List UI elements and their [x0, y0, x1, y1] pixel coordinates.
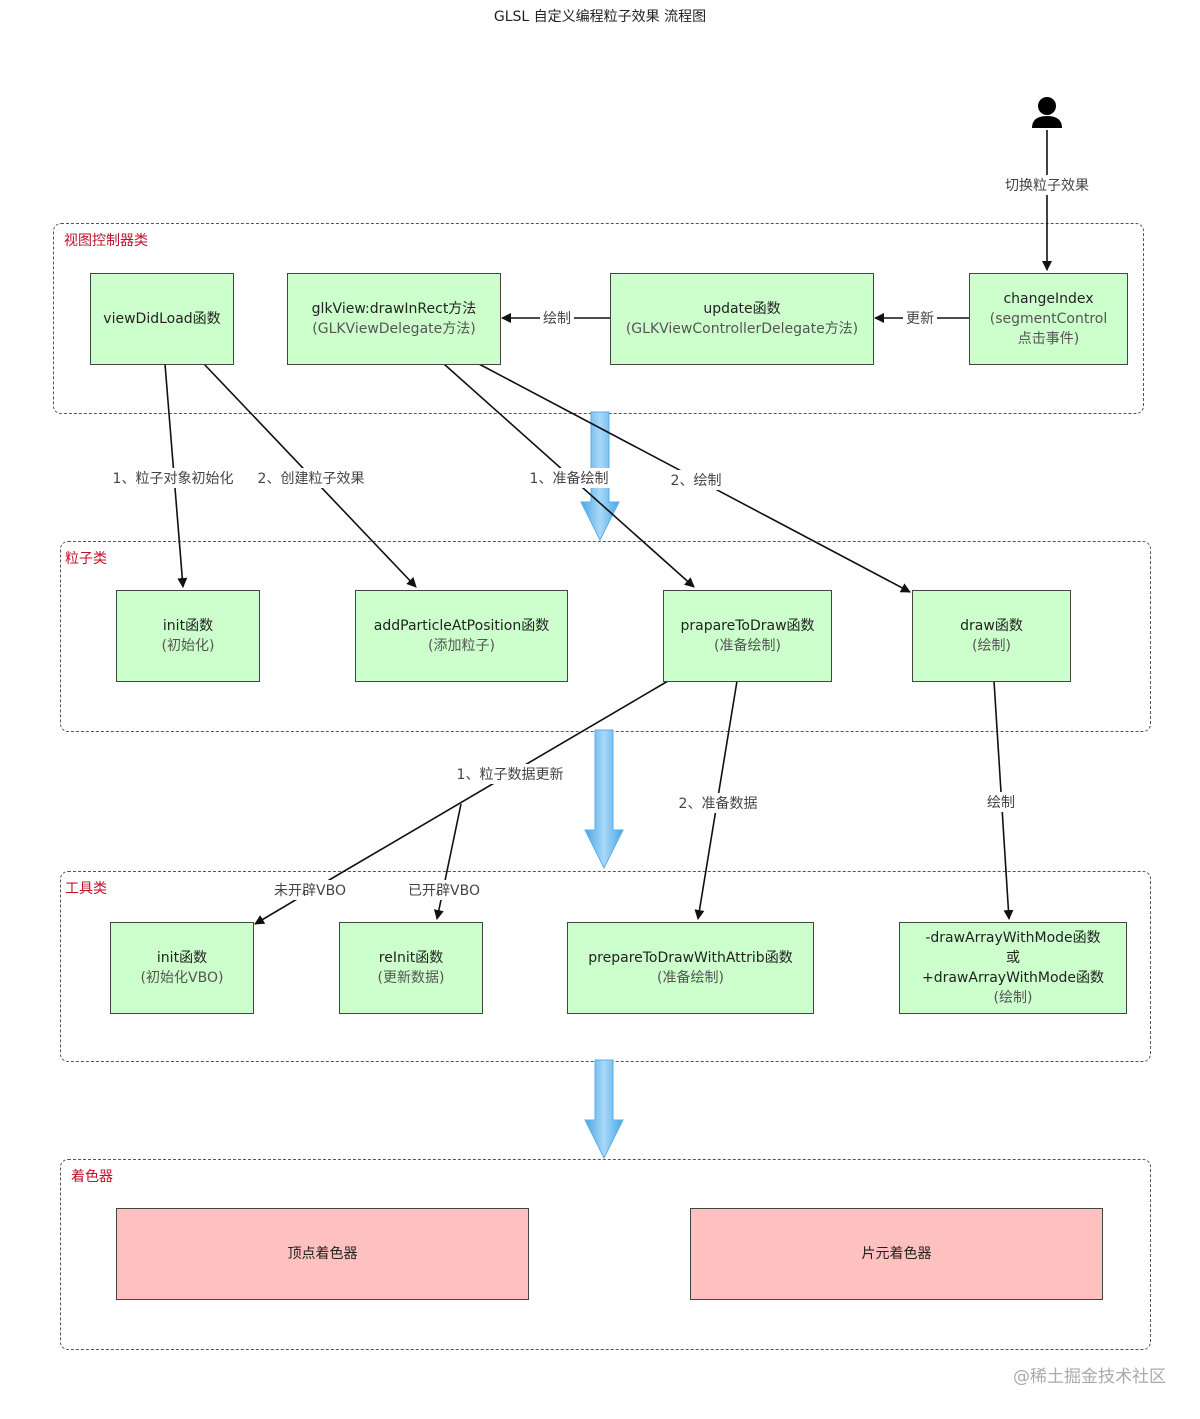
edge-label-vbo-off: 未开辟VBO	[271, 880, 349, 900]
node-changeindex-sub2: 点击事件)	[1017, 331, 1080, 347]
watermark: @稀土掘金技术社区	[1013, 1367, 1166, 1387]
node-init-vbo-sub: (初始化VBO)	[140, 970, 224, 986]
edge-label-init-particle: 1、粒子对象初始化	[109, 468, 237, 488]
node-draw-array-line3: +drawArrayWithMode函数	[921, 970, 1105, 986]
node-draw-array[interactable]: -drawArrayWithMode函数 或 +drawArrayWithMod…	[899, 922, 1127, 1014]
node-addparticle-sub: (添加粒子)	[428, 638, 495, 654]
node-viewdidload-title: viewDidLoad函数	[103, 311, 221, 327]
node-init[interactable]: init函数 (初始化)	[116, 590, 260, 682]
node-preparetodraw[interactable]: prapareToDraw函数 (准备绘制)	[663, 590, 832, 682]
node-reinit[interactable]: reInit函数 (更新数据)	[339, 922, 483, 1014]
node-draw-sub: (绘制)	[972, 638, 1011, 654]
node-init-title: init函数	[162, 618, 214, 634]
node-glkview[interactable]: glkView:drawInRect方法 (GLKViewDelegate方法)	[287, 273, 501, 365]
node-reinit-sub: (更新数据)	[377, 970, 445, 986]
flow-arrow-2	[584, 729, 624, 870]
edge-data-update	[254, 680, 669, 925]
node-update-sub: (GLKViewControllerDelegate方法)	[625, 321, 859, 337]
node-preparetodraw-sub: (准备绘制)	[714, 638, 781, 654]
node-draw-array-line1: -drawArrayWithMode函数	[925, 930, 1101, 946]
flow-arrow-3	[584, 1059, 624, 1160]
diagram-title: GLSL 自定义编程粒子效果 流程图	[493, 9, 707, 25]
node-glkview-title: glkView:drawInRect方法	[311, 301, 477, 317]
edge-label-vbo-on: 已开辟VBO	[405, 880, 483, 900]
node-vertex-shader-title: 顶点着色器	[287, 1246, 358, 1262]
node-prepare-attrib-title: prepareToDrawWithAttrib函数	[588, 950, 793, 966]
node-init-sub: (初始化)	[161, 638, 215, 654]
edge-label-prepare-draw: 1、准备绘制	[526, 468, 612, 488]
node-addparticle[interactable]: addParticleAtPosition函数 (添加粒子)	[355, 590, 568, 682]
node-prepare-attrib-sub: (准备绘制)	[657, 970, 724, 986]
edge-label-create-effect: 2、创建粒子效果	[254, 468, 368, 488]
group-label-shader: 着色器	[71, 1169, 113, 1185]
node-draw[interactable]: draw函数 (绘制)	[912, 590, 1071, 682]
edge-label-draw-2: 2、绘制	[667, 470, 725, 490]
node-update-title: update函数	[703, 301, 781, 317]
node-update[interactable]: update函数 (GLKViewControllerDelegate方法)	[610, 273, 874, 365]
edge-label-prepare-data: 2、准备数据	[675, 793, 761, 813]
node-fragment-shader[interactable]: 片元着色器	[690, 1208, 1103, 1300]
person-icon	[1032, 97, 1062, 128]
node-draw-array-sub: (绘制)	[993, 990, 1033, 1006]
node-fragment-shader-title: 片元着色器	[861, 1246, 932, 1262]
node-vertex-shader[interactable]: 顶点着色器	[116, 1208, 529, 1300]
group-label-view-controller: 视图控制器类	[64, 233, 148, 249]
node-changeindex-title: changeIndex	[1003, 291, 1094, 307]
edge-label-update: 更新	[903, 308, 937, 328]
edge-vbo-on	[433, 803, 462, 920]
node-init-vbo[interactable]: init函数 (初始化VBO)	[110, 922, 254, 1014]
node-prepare-attrib[interactable]: prepareToDrawWithAttrib函数 (准备绘制)	[567, 922, 814, 1014]
node-glkview-sub: (GLKViewDelegate方法)	[312, 321, 476, 337]
group-label-particle: 粒子类	[65, 551, 107, 567]
node-changeindex-sub1: (segmentControl	[989, 311, 1108, 327]
edge-label-data-update: 1、粒子数据更新	[453, 764, 567, 784]
node-preparetodraw-title: prapareToDraw函数	[680, 618, 815, 634]
actor-label: 切换粒子效果	[1002, 175, 1092, 195]
node-addparticle-title: addParticleAtPosition函数	[373, 618, 550, 634]
node-viewdidload[interactable]: viewDidLoad函数	[90, 273, 234, 365]
edge-label-draw-1: 绘制	[540, 308, 574, 328]
node-reinit-title: reInit函数	[378, 950, 444, 966]
group-shader: 着色器	[60, 1159, 1151, 1350]
node-draw-array-line2: 或	[1006, 950, 1020, 966]
node-init-vbo-title: init函数	[156, 950, 208, 966]
edge-label-draw-3: 绘制	[984, 792, 1018, 812]
group-label-tools: 工具类	[65, 881, 107, 897]
node-changeindex[interactable]: changeIndex (segmentControl 点击事件)	[969, 273, 1128, 365]
node-draw-title: draw函数	[960, 618, 1023, 634]
